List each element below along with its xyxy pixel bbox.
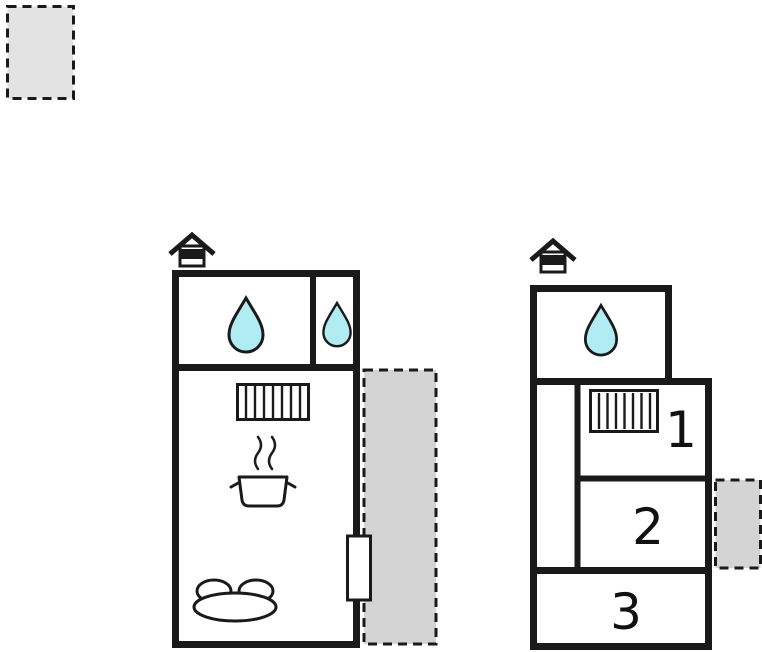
steam-icon (253, 435, 277, 471)
chimney-icon (531, 241, 575, 272)
terrace-left (362, 368, 438, 646)
door-icon (346, 534, 372, 602)
radiator-icon (236, 383, 310, 421)
chimney-icon (170, 235, 214, 266)
room-label-3: 3 (610, 583, 642, 641)
sofa-icon (192, 578, 278, 623)
terrace-legend-swatch (6, 5, 75, 100)
room-label-2: 2 (632, 498, 664, 556)
pot-icon (229, 475, 297, 508)
terrace-right (714, 478, 762, 570)
apartment-right: 1 2 3 (530, 285, 712, 650)
room-label-1: 1 (665, 401, 697, 459)
apartment-left (172, 270, 372, 648)
radiator-icon (589, 389, 659, 433)
